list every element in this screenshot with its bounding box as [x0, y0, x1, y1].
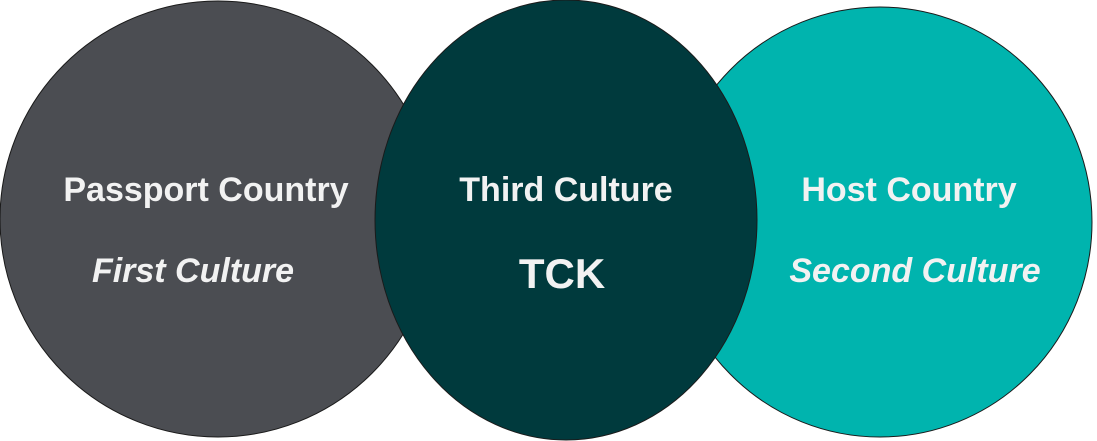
first-culture-label: First Culture [92, 252, 294, 290]
second-culture-label: Second Culture [789, 252, 1040, 290]
passport-country-circle [0, 0, 437, 438]
host-country-label: Host Country [801, 171, 1016, 209]
passport-country-shape [0, 0, 437, 438]
third-culture-label: Third Culture [459, 171, 672, 209]
tck-label: TCK [519, 250, 605, 297]
third-culture-circle [374, 0, 758, 441]
third-culture-shape [374, 0, 758, 441]
passport-country-label: Passport Country [63, 171, 348, 209]
